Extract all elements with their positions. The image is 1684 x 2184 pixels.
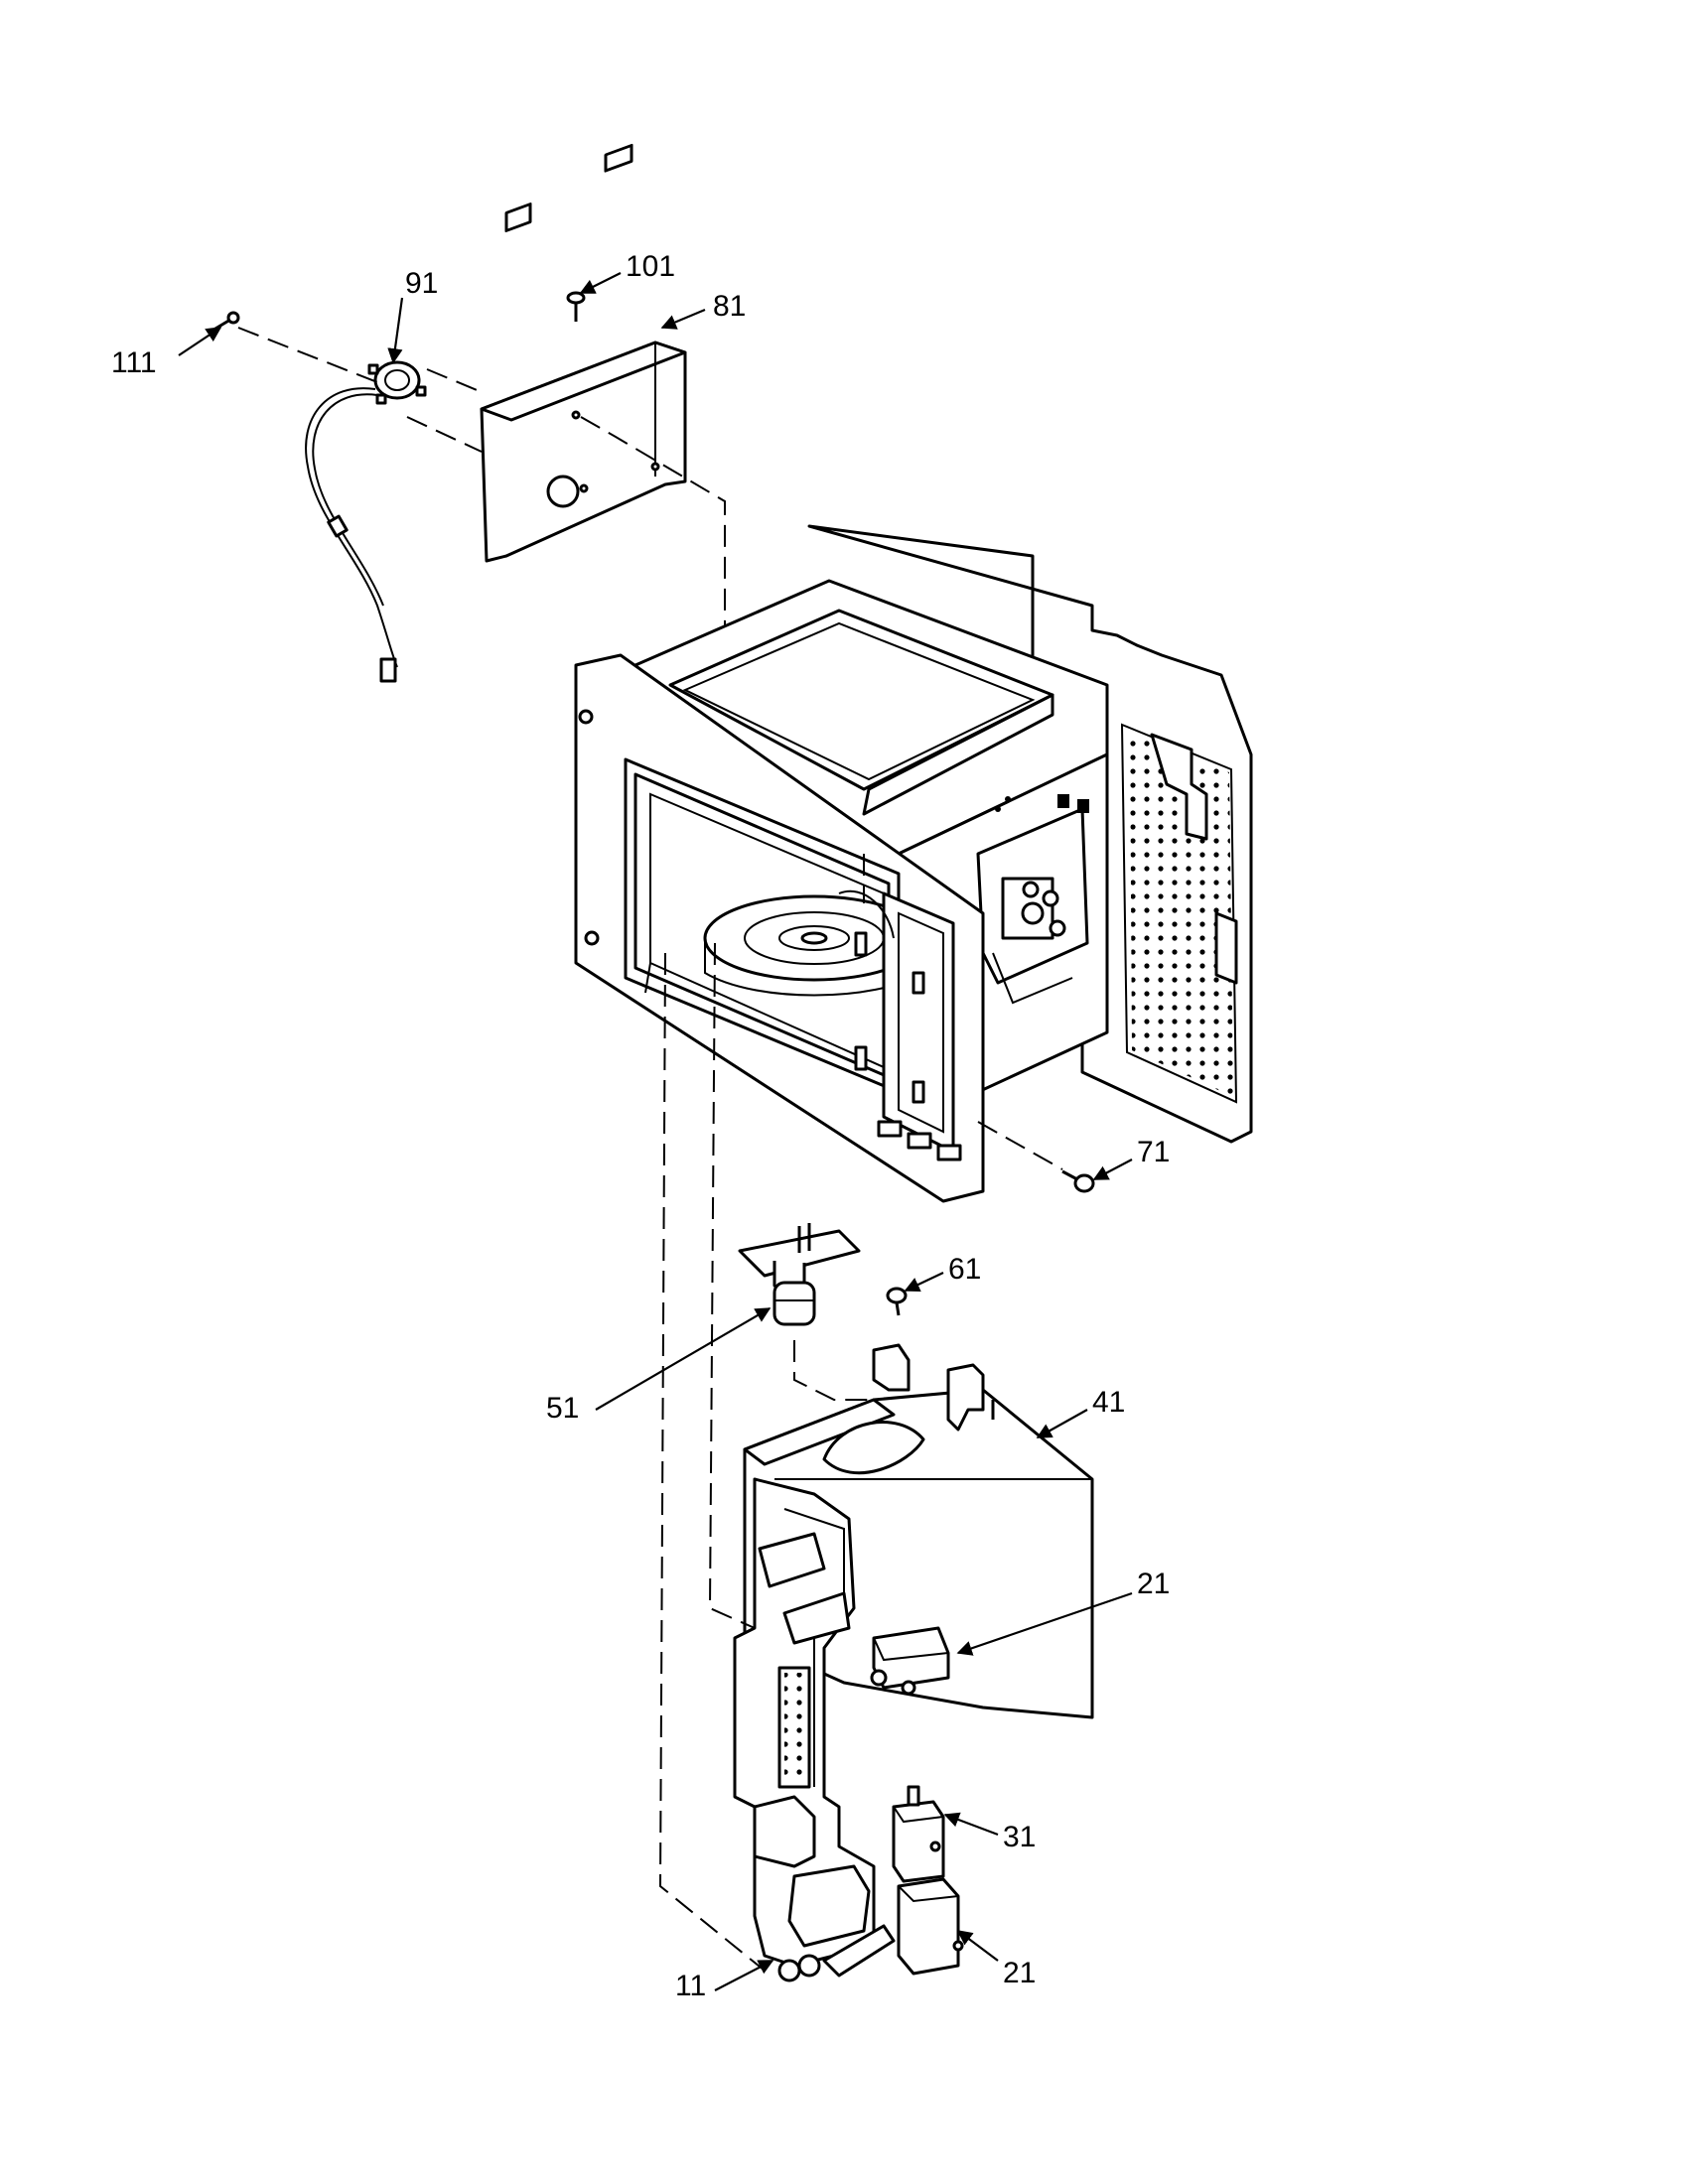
- callout-11: 11: [675, 1970, 706, 2002]
- bracket-81: [237, 143, 687, 563]
- screw-101: [566, 291, 586, 322]
- switch-21-lower: [897, 1877, 964, 1976]
- switch-31: [892, 1785, 945, 1883]
- cabinet: [574, 524, 1253, 1203]
- callout-21-lower: 21: [1003, 1957, 1036, 1989]
- callout-21-upper: 21: [1137, 1568, 1170, 1600]
- callout-31: 31: [1003, 1821, 1036, 1853]
- callout-111: 111: [111, 346, 157, 379]
- screw-71: [1061, 1169, 1095, 1193]
- sensor-91: [305, 360, 427, 683]
- latch-lever-11: [733, 1477, 896, 1982]
- callout-41: 41: [1092, 1386, 1125, 1419]
- screw-61: [886, 1287, 908, 1316]
- callout-71: 71: [1137, 1136, 1170, 1168]
- screw-111: [210, 311, 240, 334]
- lamp-51: [738, 1223, 861, 1326]
- callout-81: 81: [713, 290, 746, 323]
- switch-21-upper: [870, 1626, 950, 1696]
- callout-101: 101: [626, 250, 675, 283]
- callout-51: 51: [546, 1392, 579, 1425]
- callout-91: 91: [405, 267, 438, 300]
- callout-61: 61: [948, 1253, 981, 1286]
